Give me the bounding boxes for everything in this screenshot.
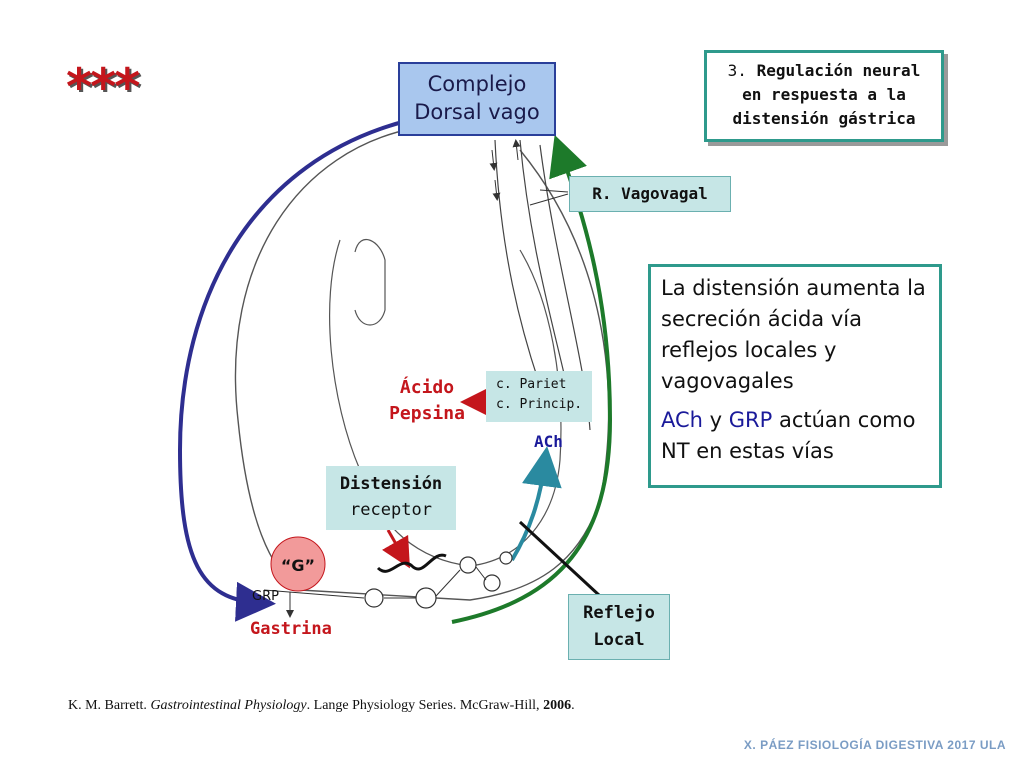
citation-authors: K. M. Barrett. [68, 698, 151, 713]
gastrin-label: Gastrina [250, 619, 332, 639]
dvc-line1: Complejo [427, 72, 527, 96]
citation-end: . [571, 698, 575, 713]
regulation-line1-text: Regulación neural [756, 61, 921, 80]
dvc-line2: Dorsal vago [414, 100, 540, 124]
esophagus [354, 239, 386, 326]
citation-year: 2006 [543, 698, 572, 713]
efferent-vagal-arrow [177, 118, 411, 622]
citation-book: Gastrointestinal Physiology [150, 698, 307, 713]
receptor-arrow [382, 529, 410, 569]
neuron-circle [483, 574, 501, 592]
receptor-squiggle [376, 553, 447, 573]
ach-term: ACh [661, 408, 703, 432]
neuron-circle [499, 551, 513, 565]
distension-label: Distensión [339, 474, 443, 494]
grp-label: GRP [252, 589, 279, 604]
small-arrow-3 [492, 179, 501, 201]
explanation-box: La distensión aumenta la secreción ácida… [648, 264, 942, 488]
ach-label: ACh [534, 432, 563, 451]
acid-label: Ácido [399, 377, 455, 398]
pepsin-label: Pepsina [389, 403, 465, 424]
neuron-circle [364, 588, 384, 608]
local-reflex-arrow [510, 446, 562, 562]
small-arrow-2 [512, 139, 521, 161]
afferent-vagal-arrow [451, 134, 613, 624]
gastric-cells-box: c. Pariet c. Princip. [486, 371, 592, 422]
footer-credit: X. PÁEZ FISIOLOGÍA DIGESTIVA 2017 ULA [743, 738, 1006, 752]
g-cell [270, 536, 326, 592]
neuron-circle [459, 556, 477, 574]
vagovagal-reflex-label: R. Vagovagal [569, 176, 731, 212]
acid-pepsin-label: Ácido Pepsina [372, 375, 482, 427]
g-cell-label: “G” [281, 556, 315, 575]
local-reflex-pointer [518, 520, 602, 598]
citation: K. M. Barrett. Gastrointestinal Physiolo… [68, 698, 575, 714]
neuron-links [263, 566, 487, 599]
small-arrow-1 [489, 149, 498, 171]
receptor-label: receptor [350, 500, 432, 520]
grp-term: GRP [728, 408, 773, 432]
chief-cell-label: c. Princip. [496, 397, 583, 412]
distension-receptor-box: Distensión receptor [326, 466, 456, 530]
regulation-line2: en respuesta a la [742, 85, 906, 104]
dorsal-vagal-complex-box: Complejo Dorsal vago [398, 62, 556, 136]
regulation-line3: distensión gástrica [732, 109, 916, 128]
regulation-title-box: 3. Regulación neural en respuesta a la d… [704, 50, 944, 142]
explanation-paragraph-1: La distensión aumenta la secreción ácida… [661, 276, 926, 393]
neuron-circle [415, 587, 437, 609]
local-reflex-line2: Local [593, 630, 645, 650]
and-word: y [702, 408, 729, 432]
local-reflex-box: Reflejo Local [568, 594, 670, 660]
vagovagal-pointer [529, 189, 569, 206]
citation-rest: . Lange Physiology Series. McGraw-Hill, [306, 698, 544, 713]
explanation-paragraph-2: ACh y GRP actúan como NT en estas vías [661, 405, 929, 467]
importance-stars: *** [66, 58, 140, 116]
parietal-cell-label: c. Pariet [496, 377, 567, 392]
local-reflex-line1: Reflejo [583, 603, 655, 623]
regulation-line1: 3. Regulación neural [707, 59, 941, 83]
regulation-number: 3. [727, 61, 747, 80]
paragraph-2-rest: actúan como NT en estas vías [661, 408, 916, 463]
